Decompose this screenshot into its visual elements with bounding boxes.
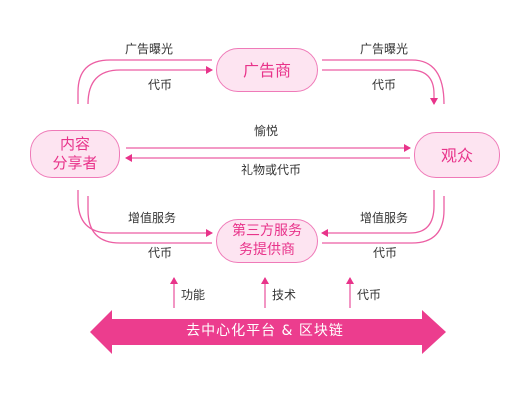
node-service-provider: 第三方服务 务提供商 — [216, 219, 318, 263]
edge-label-ad-exposure-right: 广告曝光 — [360, 42, 409, 56]
platform-label: 去中心化平台 & 区块链 — [186, 323, 344, 339]
edge-label-value-added-right: 增值服务 — [360, 211, 409, 225]
edge-label-value-added-left: 增值服务 — [128, 211, 177, 225]
arrow-provider-to-viewer-bottom — [322, 196, 445, 244]
arrow-advertiser-to-creator-top — [77, 59, 212, 104]
node-viewer: 观众 — [414, 132, 500, 178]
arrow-viewer-to-provider-top — [321, 190, 435, 237]
arrow-creator-to-advertiser-bottom — [87, 66, 213, 105]
edge-label-ad-exposure-left: 广告曝光 — [125, 42, 174, 56]
edge-label-platform-token: 代币 — [357, 288, 382, 302]
node-content-creator-line-2: 分享者 — [52, 154, 98, 172]
node-content-creator: 内容 分享者 — [30, 130, 120, 178]
node-advertiser: 广告商 — [216, 48, 318, 92]
arrow-advertiser-to-viewer-bottom — [322, 69, 438, 105]
edge-label-token-provider-right: 代币 — [373, 246, 398, 260]
edge-label-joy: 愉悦 — [254, 124, 279, 138]
node-service-provider-line-2: 务提供商 — [239, 242, 295, 258]
edge-label-token-provider-left: 代币 — [148, 246, 173, 260]
edge-label-gift-or-token: 礼物或代币 — [241, 163, 302, 177]
edge-label-function: 功能 — [181, 288, 206, 302]
edge-label-technology: 技术 — [272, 288, 297, 302]
arrow-provider-to-creator-bottom — [87, 196, 212, 244]
platform-band — [90, 310, 446, 354]
arrow-creator-to-provider-top — [77, 190, 213, 237]
node-service-provider-line-1: 第三方服务 — [232, 223, 302, 239]
node-advertiser-label: 广告商 — [242, 60, 291, 80]
node-viewer-label: 观众 — [440, 145, 473, 165]
edge-label-token-ad-left: 代币 — [148, 78, 173, 92]
edge-label-token-ad-right: 代币 — [372, 78, 397, 92]
arrow-viewer-to-advertiser-top — [322, 59, 445, 105]
node-content-creator-line-1: 内容 — [59, 135, 90, 153]
